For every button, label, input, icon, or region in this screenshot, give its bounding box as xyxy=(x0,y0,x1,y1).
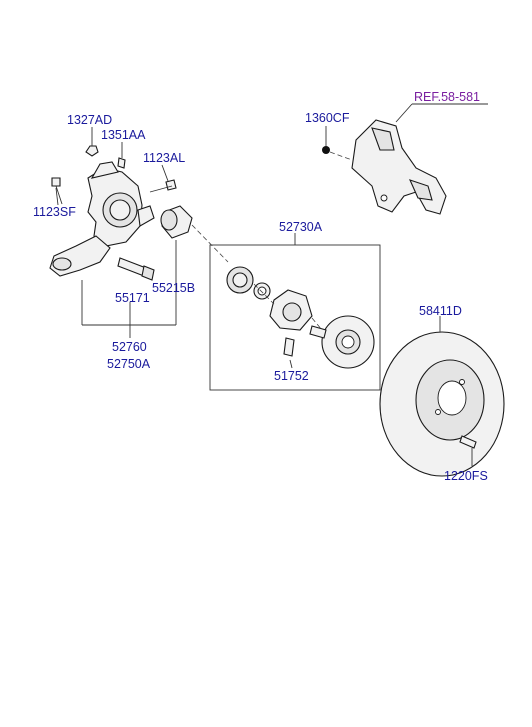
caliper-bracket xyxy=(351,119,447,215)
label-52730a: 52730A xyxy=(279,220,323,234)
label-ref-58-581[interactable]: REF.58-581 xyxy=(414,90,480,104)
label-55215b: 55215B xyxy=(152,281,195,295)
fasteners-knuckle xyxy=(51,145,177,205)
label-52760: 52760 xyxy=(112,340,147,354)
label-1123al: 1123AL xyxy=(143,151,185,165)
label-58411d: 58411D xyxy=(419,304,462,318)
label-1360cf: 1360CF xyxy=(305,111,350,125)
label-1351aa: 1351AA xyxy=(101,128,146,142)
hub-bearing-parts xyxy=(226,266,375,369)
bolt-1360cf xyxy=(322,146,330,154)
label-1220fs: 1220FS xyxy=(444,469,488,483)
brake-disc xyxy=(379,331,505,477)
label-1327ad: 1327AD xyxy=(67,113,112,127)
bolt-55171 xyxy=(117,257,155,281)
knuckle-assembly xyxy=(49,161,155,277)
label-1123sf: 1123SF xyxy=(33,205,76,219)
label-55171: 55171 xyxy=(115,291,150,305)
bushing-55215b xyxy=(160,205,229,263)
label-51752: 51752 xyxy=(274,369,309,383)
label-52750a: 52750A xyxy=(107,357,151,371)
screw-1220fs xyxy=(459,435,477,449)
